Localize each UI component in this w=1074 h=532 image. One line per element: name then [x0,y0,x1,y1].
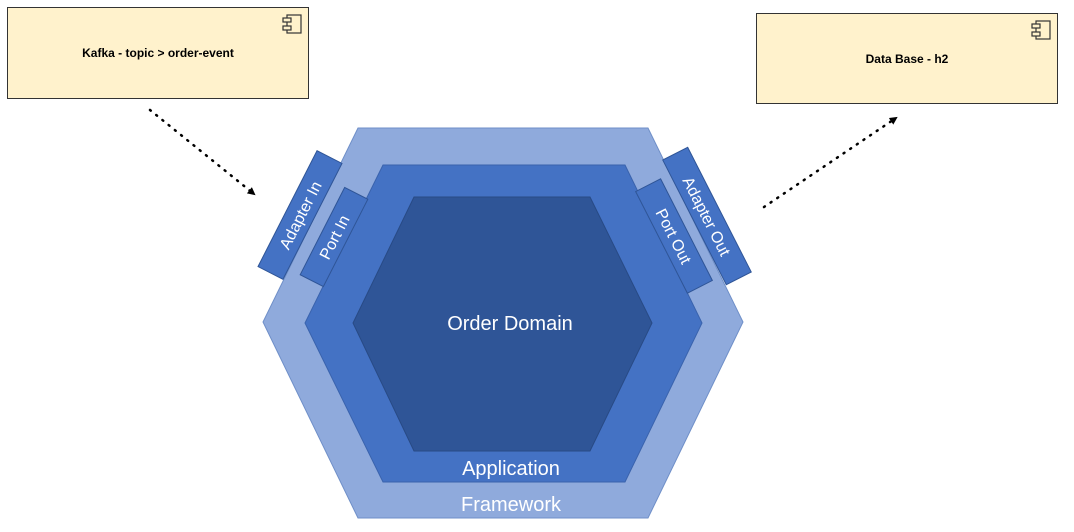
outbound-arrow [762,116,898,209]
database-label: Data Base - h2 [865,51,949,66]
application-label: Application [462,458,560,480]
domain-hexagon[interactable] [352,196,653,452]
component-icon [282,14,302,34]
database-component[interactable]: Data Base - h2 [756,13,1058,104]
adapter-in[interactable]: Adapter In [257,150,343,280]
domain-label: Order Domain [447,313,573,335]
kafka-label: Kafka - topic > order-event [82,46,234,60]
kafka-component[interactable]: Kafka - topic > order-event [7,7,309,99]
inbound-arrow [148,108,256,196]
framework-label: Framework [461,494,562,516]
component-icon [1031,20,1051,40]
